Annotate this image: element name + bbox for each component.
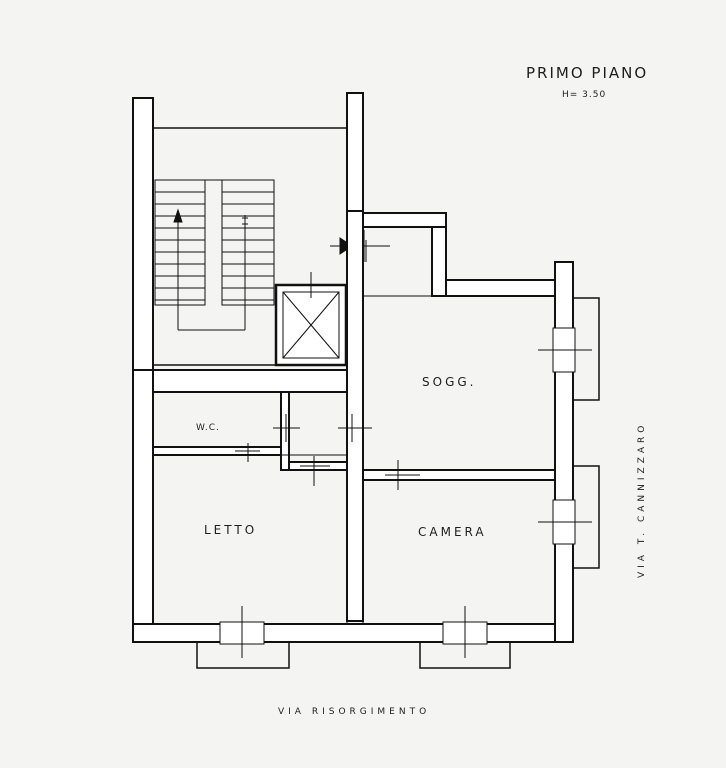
stair-block <box>132 92 364 371</box>
street-label-right: VIA T. CANNIZZARO <box>637 422 647 578</box>
plan-title: PRIMO PIANO <box>526 64 648 82</box>
elevator-shaft <box>274 272 348 367</box>
room-label-camera: CAMERA <box>418 525 487 539</box>
room-label-letto: LETTO <box>204 523 257 537</box>
room-label-sogg: SOGG. <box>422 375 476 389</box>
ceiling-height: H= 3.50 <box>562 90 606 100</box>
street-label-bottom: VIA RISORGIMENTO <box>278 707 430 717</box>
room-label-wc: W.C. <box>196 423 220 433</box>
openings <box>219 240 592 658</box>
stair-treads <box>154 179 275 331</box>
